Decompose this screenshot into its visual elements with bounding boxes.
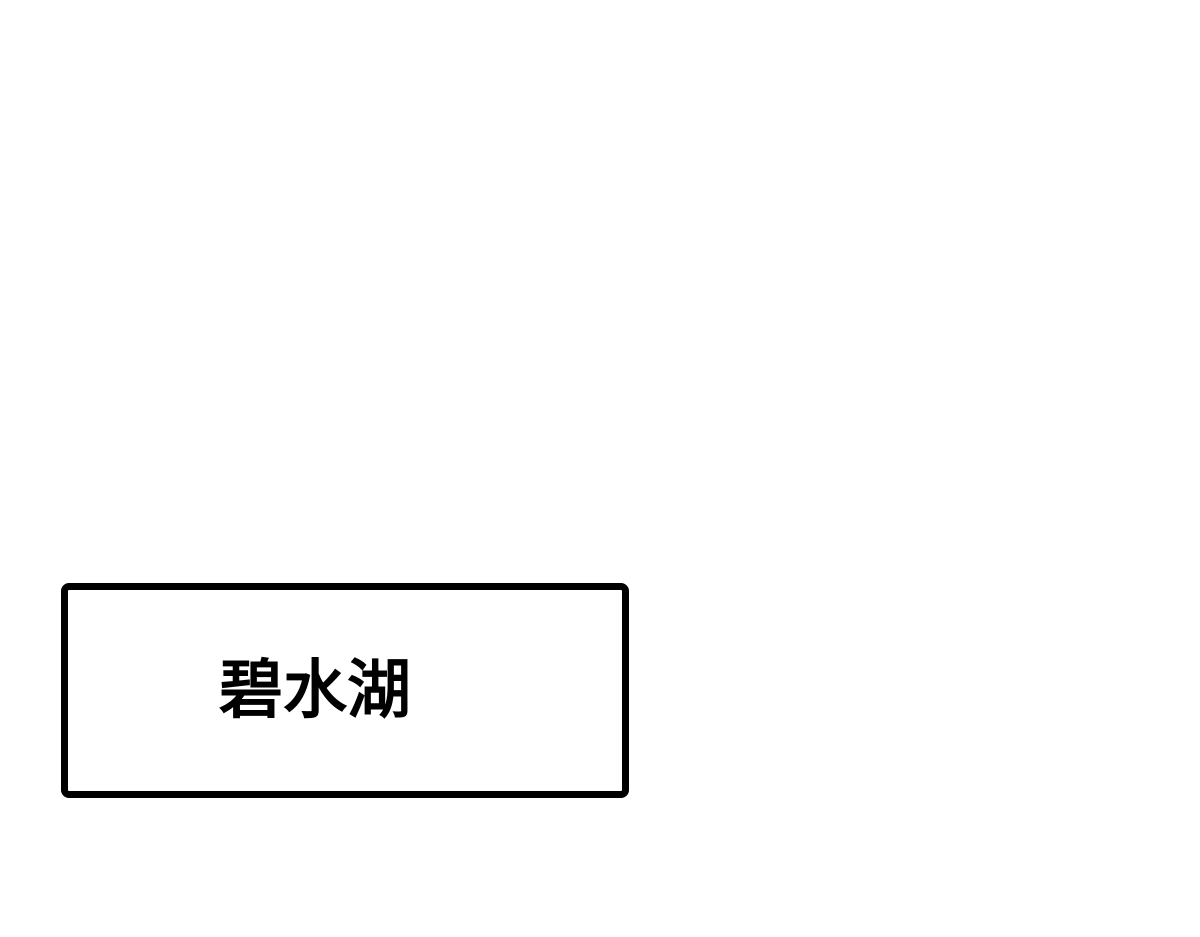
location-caption-text: 碧水湖 [219,652,411,728]
location-caption-box: 碧水湖 [61,583,629,798]
